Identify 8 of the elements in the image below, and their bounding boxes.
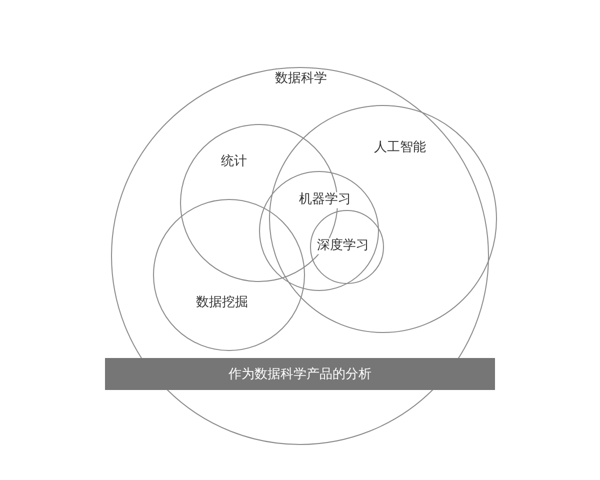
circle-label: 统计	[220, 154, 248, 170]
circle-label: 机器学习	[298, 192, 352, 208]
venn-circle	[310, 210, 384, 284]
banner-label: 作为数据科学产品的分析	[228, 366, 372, 383]
circle-label: 深度学习	[316, 238, 370, 254]
circle-label: 人工智能	[373, 140, 427, 156]
circle-label: 数据科学	[274, 71, 328, 87]
circle-label: 数据挖掘	[195, 295, 249, 311]
